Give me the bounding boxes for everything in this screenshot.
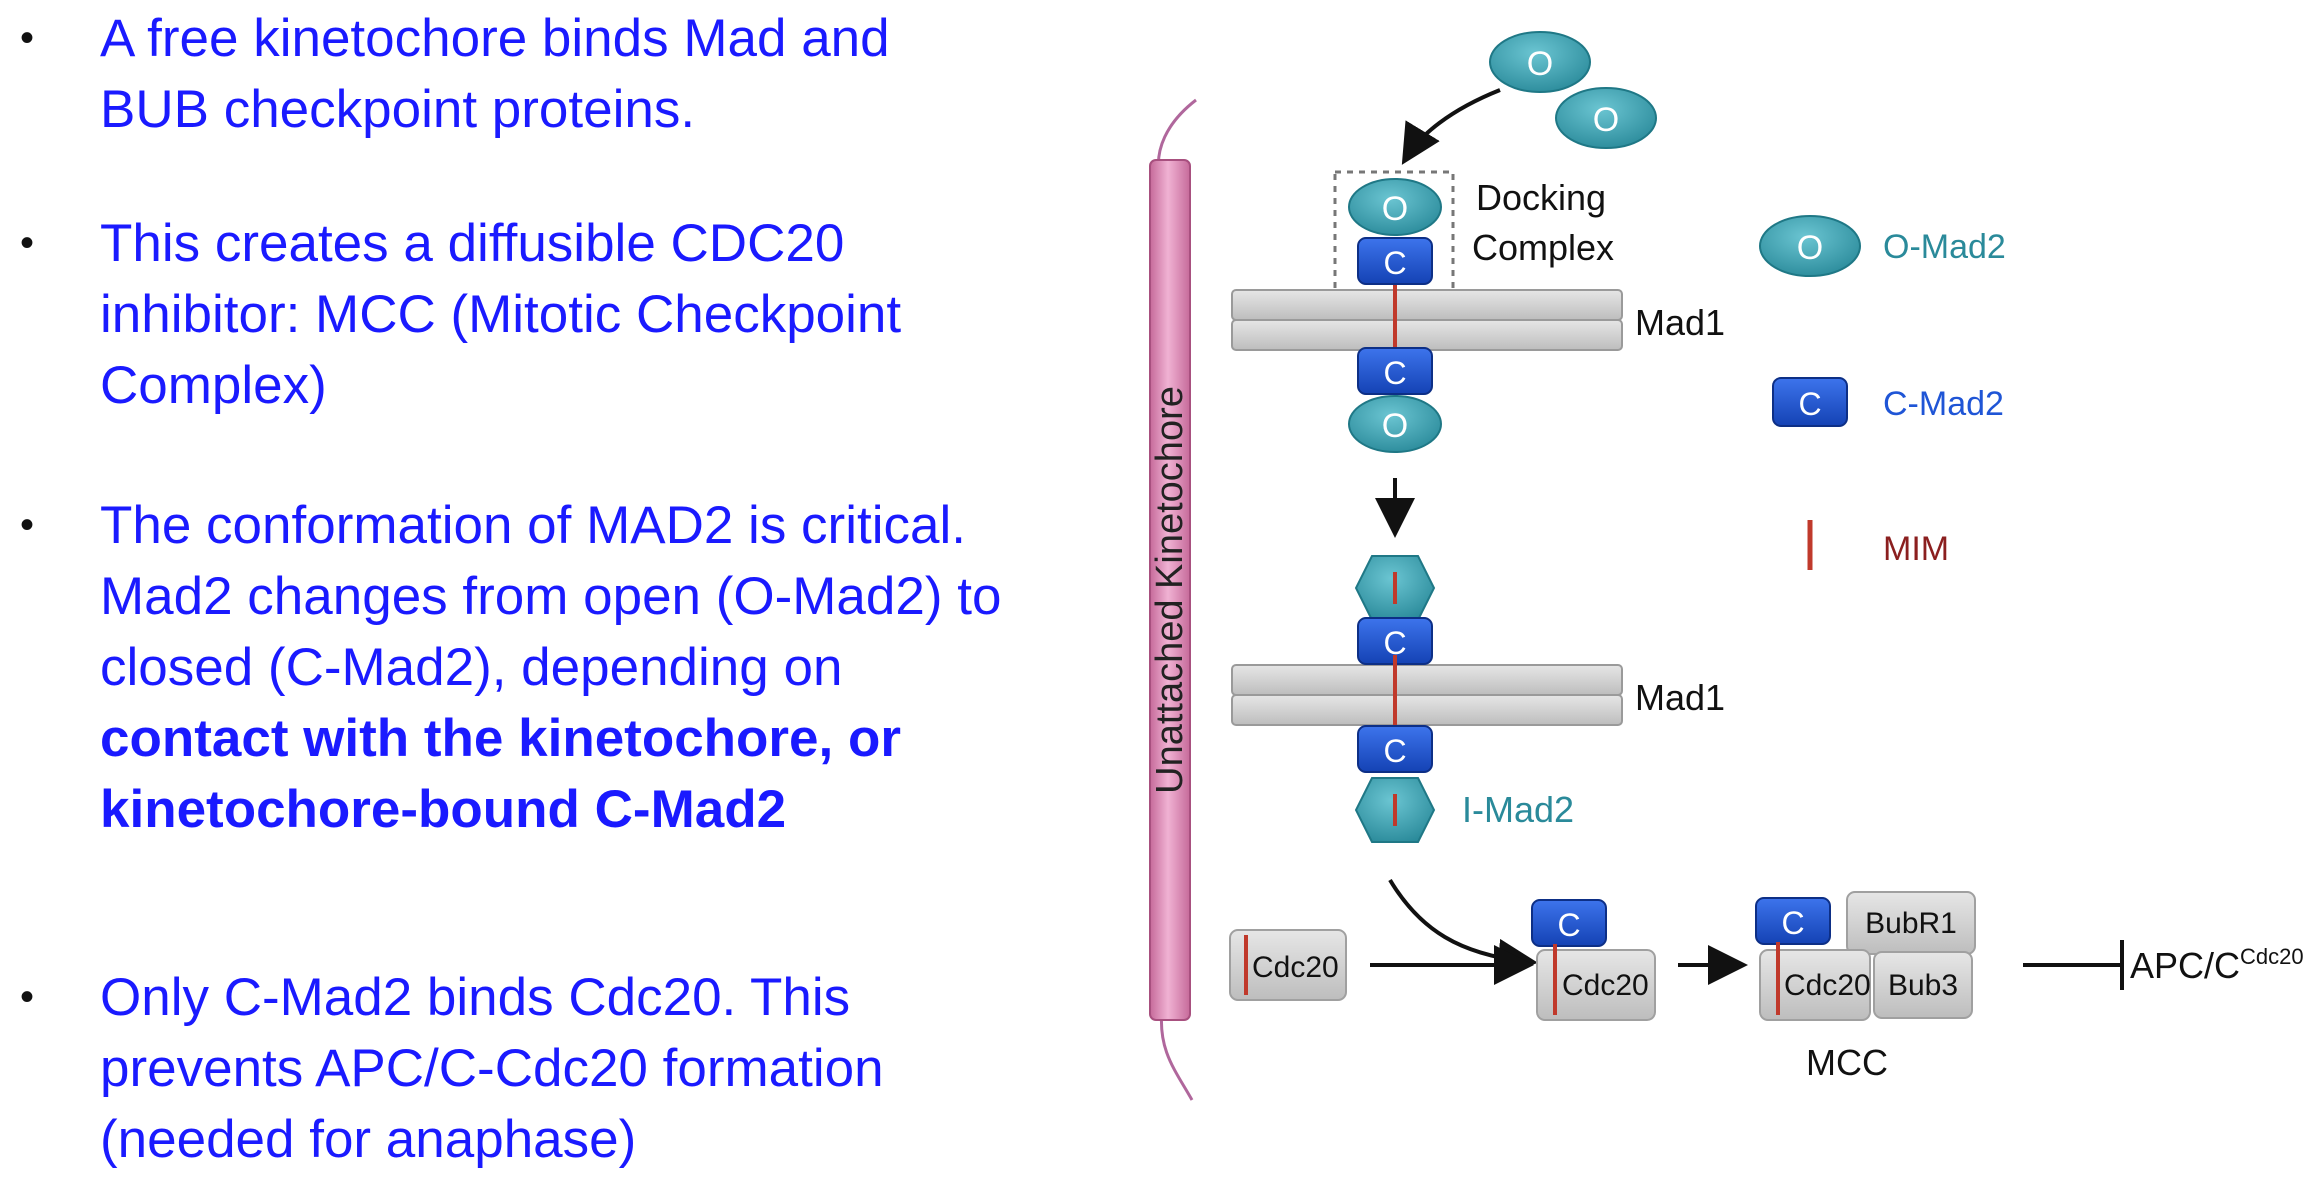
bullet-text: Only C-Mad2 binds Cdc20. This prevents A… xyxy=(100,968,884,1169)
svg-text:O: O xyxy=(1382,407,1408,445)
i-mad2-label: I-Mad2 xyxy=(1462,789,1574,830)
c-mad2-upper xyxy=(1357,237,1433,285)
svg-text:Bub3: Bub3 xyxy=(1888,969,1958,1002)
legend-mim-label: MIM xyxy=(1883,530,1949,568)
svg-text:Mad1: Mad1 xyxy=(1635,677,1725,718)
bullet-text: The conformation of MAD2 is critical. Ma… xyxy=(100,490,1010,845)
docking-label-1: Docking xyxy=(1476,177,1606,218)
svg-text:C: C xyxy=(1557,907,1580,943)
mad1-upper: Mad1 xyxy=(1231,289,1725,351)
bullet-marker: • xyxy=(20,975,35,1019)
legend-o-mad2-symbol xyxy=(1759,215,1861,277)
bullet-text-bold: contact with the kinetochore, or kinetoc… xyxy=(100,709,901,839)
bullet-marker: • xyxy=(20,503,35,547)
legend-o-mad2-label: O-Mad2 xyxy=(1883,228,2006,266)
kinetochore-label: Unattached Kinetochore xyxy=(1149,386,1191,794)
mcc-label: MCC xyxy=(1806,1042,1888,1083)
svg-text:Cdc20: Cdc20 xyxy=(1252,951,1339,984)
bullet-text: A free kinetochore binds Mad and BUB che… xyxy=(100,9,890,139)
legend: O O-Mad2 C C-Mad2 MIM xyxy=(1759,215,2006,570)
kinetochore-bar xyxy=(1149,159,1191,1021)
svg-text:C: C xyxy=(1798,386,1821,422)
o-mad2-docked xyxy=(1348,178,1442,236)
svg-text:C: C xyxy=(1383,355,1406,391)
mad2-checkpoint-diagram: Unattached Kinetochore O O Docking Compl… xyxy=(1130,0,2316,1174)
svg-text:Cdc20: Cdc20 xyxy=(1562,969,1649,1002)
bullet-list: • A free kinetochore binds Mad and BUB c… xyxy=(0,0,1020,1174)
c-mad2-cdc20-complex: C Cdc20 xyxy=(1531,899,1656,1021)
o-mad2-lower-pair xyxy=(1348,395,1442,453)
svg-text:C: C xyxy=(1781,905,1804,941)
svg-text:Mad1: Mad1 xyxy=(1635,302,1725,343)
svg-text:BubR1: BubR1 xyxy=(1865,907,1957,940)
bullet-text-plain: The conformation of MAD2 is critical. Ma… xyxy=(100,496,1002,697)
docking-arrow xyxy=(1401,88,1501,165)
docking-label-2: Complex xyxy=(1472,227,1614,268)
free-o-mad2: O O xyxy=(1489,31,1657,149)
svg-text:C: C xyxy=(1383,625,1406,661)
c-mad2-lower-pair xyxy=(1357,347,1433,395)
binding-arrow xyxy=(1388,878,1538,979)
svg-text:O: O xyxy=(1382,190,1408,228)
bullet-marker: • xyxy=(20,221,35,265)
svg-text:C: C xyxy=(1383,733,1406,769)
legend-c-mad2-label: C-Mad2 xyxy=(1883,385,2004,423)
svg-text:Cdc20: Cdc20 xyxy=(1784,969,1871,1002)
bullet-marker: • xyxy=(20,16,35,60)
svg-text:O: O xyxy=(1797,229,1823,267)
svg-text:O: O xyxy=(1593,101,1619,139)
mad1-lower: Mad1 xyxy=(1231,664,1725,726)
bullet-text: This creates a diffusible CDC20 inhibito… xyxy=(100,214,902,415)
legend-c-mad2-symbol xyxy=(1772,377,1848,427)
svg-text:O: O xyxy=(1527,45,1553,83)
cdc20-kinetochore: Cdc20 xyxy=(1229,929,1347,1001)
c-mad2-lower-lower xyxy=(1357,725,1433,773)
apc-label: APC/CCdc20 xyxy=(2130,944,2304,986)
svg-text:C: C xyxy=(1383,245,1406,281)
mcc-complex: BubR1 Bub3 C Cdc20 xyxy=(1755,891,1976,1021)
